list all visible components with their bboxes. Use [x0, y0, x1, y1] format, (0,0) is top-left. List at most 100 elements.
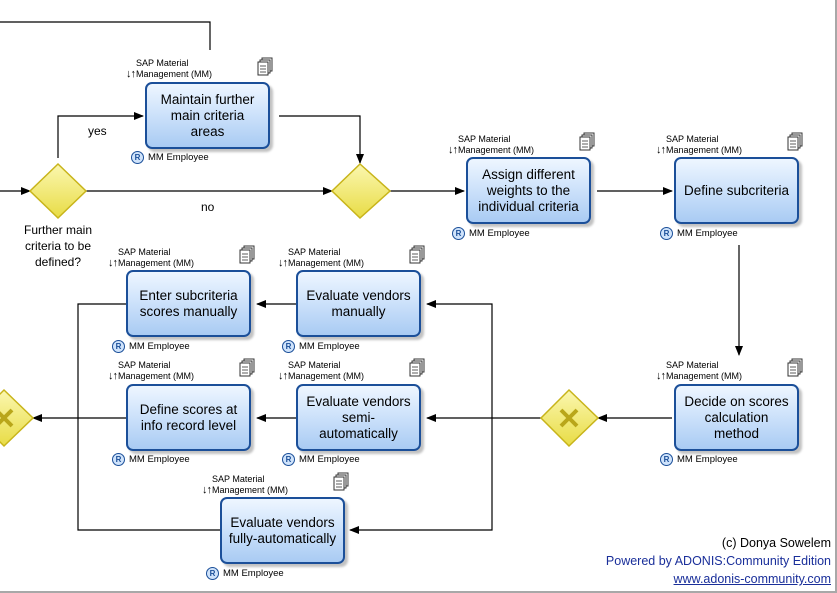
role-icon: R [112, 453, 125, 466]
task-evaluate-manually[interactable]: Evaluate vendors manually [296, 270, 421, 337]
role-annotation: R MM Employee [452, 227, 530, 240]
system-line2: Management (MM) [118, 371, 195, 381]
merge-gateway [330, 162, 392, 220]
role-icon: R [452, 227, 465, 240]
edge-xor-t9 [349, 418, 493, 534]
role-icon: R [112, 340, 125, 353]
role-icon: R [206, 567, 219, 580]
system-line2: Management (MM) [118, 258, 195, 268]
system-line2: Management (MM) [288, 258, 365, 268]
edge-loop-top [0, 21, 211, 50]
system-line1: SAP Material [118, 247, 171, 257]
system-line2: Management (MM) [212, 485, 289, 495]
decision-gateway [28, 162, 88, 220]
role-icon: R [660, 453, 673, 466]
document-icon[interactable] [787, 132, 803, 152]
role-label: MM Employee [299, 341, 360, 352]
role-label: MM Employee [469, 228, 530, 239]
document-icon[interactable] [239, 358, 255, 378]
edge-t9-left [77, 418, 220, 531]
system-line1: SAP Material [212, 474, 265, 484]
updown-arrows-icon: ↓↑ [108, 370, 118, 382]
updown-arrows-icon: ↓↑ [202, 484, 212, 496]
system-line1: SAP Material [666, 360, 719, 370]
task-assign-weights[interactable]: Assign different weights to the individu… [466, 157, 591, 224]
task-evaluate-semi[interactable]: Evaluate vendors semi-automatically [296, 384, 421, 451]
updown-arrows-icon: ↓↑ [656, 370, 666, 382]
xor-gateway-left [0, 388, 35, 448]
updown-arrows-icon: ↓↑ [278, 257, 288, 269]
role-annotation: R MM Employee [660, 227, 738, 240]
task-enter-scores[interactable]: Enter subcriteria scores manually [126, 270, 251, 337]
role-icon: R [131, 151, 144, 164]
task-evaluate-fully[interactable]: Evaluate vendors fully-automatically [220, 497, 345, 564]
edge-yes [57, 112, 144, 158]
xor-gateway-right [539, 388, 600, 448]
updown-arrows-icon: ↓↑ [108, 257, 118, 269]
task-label: Maintain further main criteria areas [160, 91, 255, 139]
task-label: Assign different weights to the individu… [478, 166, 579, 214]
task-define-info-record[interactable]: Define scores at info record level [126, 384, 251, 451]
document-icon[interactable] [787, 358, 803, 378]
system-line1: SAP Material [458, 134, 511, 144]
role-label: MM Employee [129, 454, 190, 465]
role-label: MM Employee [148, 152, 209, 163]
system-line2: Management (MM) [666, 145, 743, 155]
system-line2: Management (MM) [458, 145, 535, 155]
role-icon: R [660, 227, 673, 240]
role-label: MM Employee [129, 341, 190, 352]
task-label: Enter subcriteria scores manually [139, 287, 238, 319]
system-line1: SAP Material [136, 58, 189, 68]
role-label: MM Employee [299, 454, 360, 465]
edge-label-yes: yes [88, 124, 107, 138]
task-label: Define scores at info record level [139, 401, 238, 433]
edge-t1-merge [279, 115, 364, 164]
role-icon: R [282, 453, 295, 466]
role-annotation: R MM Employee [206, 567, 284, 580]
decision-label: Further main criteria to be defined? [23, 223, 93, 269]
task-decide-method[interactable]: Decide on scores calculation method [674, 384, 799, 451]
system-line2: Management (MM) [136, 69, 213, 79]
task-label: Define subcriteria [683, 182, 790, 198]
task-label: Evaluate vendors semi-automatically [306, 393, 411, 441]
updown-arrows-icon: ↓↑ [656, 144, 666, 156]
powered-by-text: Powered by ADONIS:Community Edition [605, 554, 831, 568]
role-annotation: R MM Employee [131, 151, 209, 164]
task-maintain-criteria[interactable]: Maintain further main criteria areas [145, 82, 270, 149]
updown-arrows-icon: ↓↑ [126, 68, 136, 80]
edge-label-no: no [201, 200, 215, 214]
system-line1: SAP Material [288, 360, 341, 370]
adonis-link[interactable]: www.adonis-community.com [673, 572, 831, 586]
role-annotation: R MM Employee [112, 340, 190, 353]
document-icon[interactable] [409, 358, 425, 378]
copyright-text: (c) Donya Sowelem [721, 536, 831, 550]
document-icon[interactable] [239, 245, 255, 265]
role-label: MM Employee [677, 228, 738, 239]
role-label: MM Employee [223, 568, 284, 579]
document-icon[interactable] [579, 132, 595, 152]
system-line1: SAP Material [288, 247, 341, 257]
updown-arrows-icon: ↓↑ [278, 370, 288, 382]
task-label: Decide on scores calculation method [684, 393, 789, 441]
task-define-subcriteria[interactable]: Define subcriteria [674, 157, 799, 224]
system-line2: Management (MM) [288, 371, 365, 381]
document-icon[interactable] [409, 245, 425, 265]
updown-arrows-icon: ↓↑ [448, 144, 458, 156]
system-line1: SAP Material [666, 134, 719, 144]
document-icon[interactable] [257, 57, 273, 77]
role-annotation: R MM Employee [282, 453, 360, 466]
edge-xor-t5 [426, 300, 493, 418]
document-icon[interactable] [333, 472, 349, 492]
system-line2: Management (MM) [666, 371, 743, 381]
